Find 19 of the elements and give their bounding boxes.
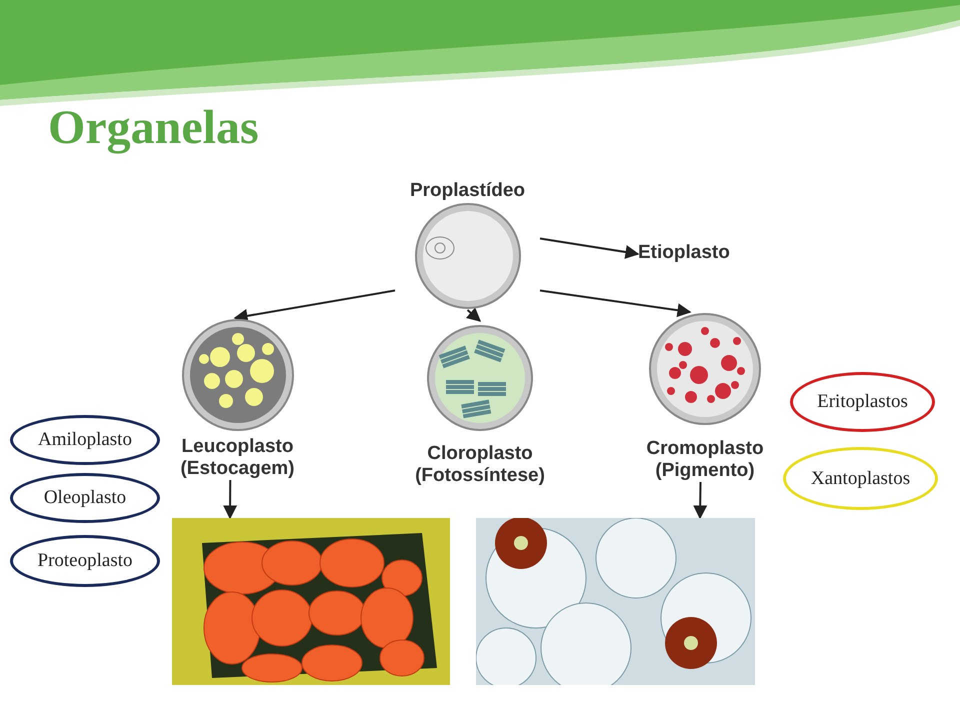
oval-tag: Eritoplastos [790,372,935,432]
arrow [540,238,640,259]
title: Organelas [48,100,259,155]
arrow [540,290,692,318]
node-label: Cromoplasto (Pigmento) [645,438,765,482]
node-label: Proplastídeo [408,180,526,202]
node-label: Cloroplasto (Fotossíntese) [414,443,546,487]
oval-tag: Oleoplasto [10,473,160,523]
arrow [234,290,396,323]
oval-tag: Amiloplasto [10,415,160,465]
arrow [223,480,238,520]
oval-tag: Xantoplastos [783,447,938,510]
micrograph-placeholder [172,518,450,685]
arrow [466,307,482,322]
node-label: Etioplasto [638,242,731,264]
micrograph-placeholder [476,518,755,685]
node-label: Leucoplasto (Estocagem) [179,436,296,480]
arrow [693,482,708,520]
oval-tag: Proteoplasto [10,535,160,587]
